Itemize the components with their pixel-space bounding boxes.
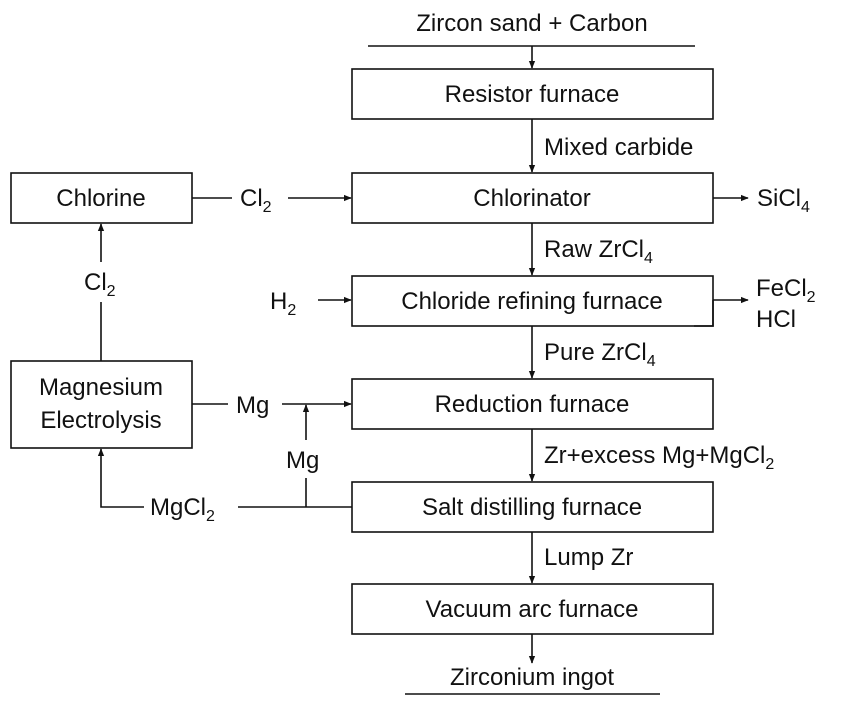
line-hcl-out	[694, 300, 714, 327]
cl2-feed-label: Cl2	[240, 185, 272, 216]
chloride-refining-furnace-label: Chloride refining furnace	[401, 288, 662, 315]
mixed-carbide-label: Mixed carbide	[544, 134, 693, 161]
raw-zrcl4-label: Raw ZrCl4	[544, 236, 653, 267]
cl2-return-label: Cl2	[84, 269, 116, 300]
h2-label: H2	[270, 288, 296, 319]
mg-feed-label: Mg	[236, 392, 269, 419]
vacuum-arc-furnace-label: Vacuum arc furnace	[426, 596, 639, 623]
sicl4-label: SiCl4	[757, 185, 810, 216]
resistor-furnace-label: Resistor furnace	[445, 81, 620, 108]
lump-zr-label: Lump Zr	[544, 544, 633, 571]
chlorinator-label: Chlorinator	[473, 185, 590, 212]
fecl2-label: FeCl2	[756, 275, 816, 306]
mgcl2-label: MgCl2	[150, 494, 215, 525]
mg-recycle-label: Mg	[286, 447, 319, 474]
pure-zrcl4-label: Pure ZrCl4	[544, 339, 656, 370]
reduction-furnace-label: Reduction furnace	[435, 391, 630, 418]
magnesium-label: Magnesium	[39, 374, 163, 401]
reduction-output-label: Zr+excess Mg+MgCl2	[544, 442, 774, 473]
chlorine-label: Chlorine	[56, 185, 145, 212]
arrow-mgcl2-to-electrolysis	[97, 448, 144, 508]
salt-distilling-furnace-label: Salt distilling furnace	[422, 494, 642, 521]
electrolysis-label: Electrolysis	[40, 407, 161, 434]
output-label: Zirconium ingot	[450, 664, 614, 691]
hcl-label: HCl	[756, 306, 796, 333]
input-label: Zircon sand + Carbon	[416, 10, 647, 37]
